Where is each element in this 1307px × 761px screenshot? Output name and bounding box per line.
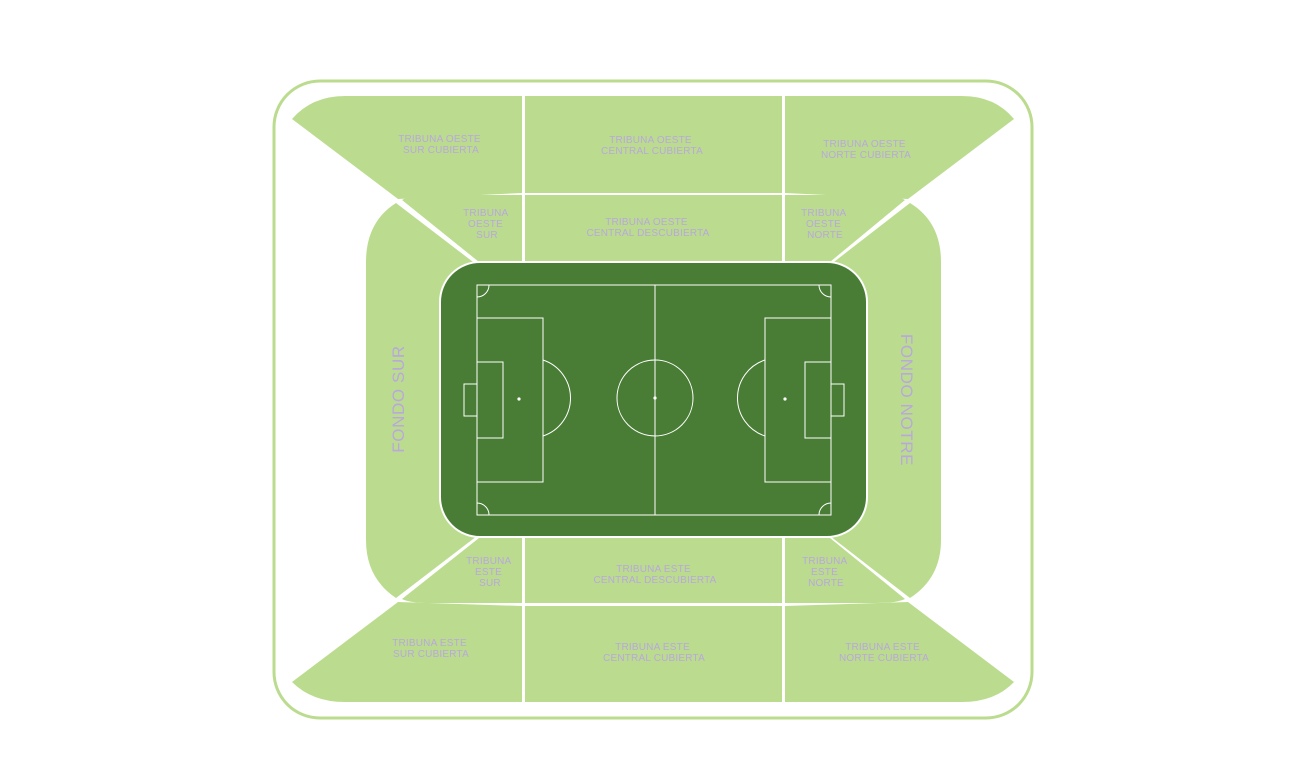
sector-tribuna-este-central-descubierta[interactable]: TRIBUNA ESTE CENTRAL DESCUBIERTA — [525, 538, 782, 603]
svg-text:TRIBUNA ESTE CENTRAL CUB: TRIBUNA ESTE CENTRAL CUBIERTA — [603, 642, 705, 664]
sector-label: FONDO SUR — [389, 345, 408, 452]
label-line: ESTE — [811, 567, 838, 578]
sector-tribuna-oeste-sur-cubierta[interactable]: TRIBUNA OESTE SUR CUBIERTA — [292, 96, 522, 199]
sector-tribuna-oeste-central-descubierta[interactable]: TRIBUNA OESTE CENTRAL DESCUBIERTA — [525, 195, 782, 262]
label-line: CENTRAL CUBIERTA — [601, 146, 703, 157]
svg-text:TRIBUNA ESTE CENTRAL DES: TRIBUNA ESTE CENTRAL DESCUBIERTA — [593, 564, 716, 586]
label-line: TRIBUNA ESTE — [615, 642, 690, 653]
stadium-outer-outline — [272, 79, 1034, 720]
svg-text:TRIBUNA ESTE SUR CUBIERT: TRIBUNA ESTE SUR CUBIERTA — [392, 638, 470, 660]
sector-tribuna-este-sur[interactable]: TRIBUNA ESTE SUR — [402, 538, 522, 603]
sector-fondo-norte[interactable]: FONDO NOTRE — [830, 203, 941, 598]
sector-tribuna-este-norte[interactable]: TRIBUNA ESTE NORTE — [785, 538, 905, 603]
label-line: SUR CUBIERTA — [403, 145, 479, 156]
label-line: NORTE — [807, 230, 843, 241]
label-line: TRIBUNA OESTE — [823, 139, 906, 150]
center-spot — [653, 396, 657, 400]
label-line: OESTE — [806, 219, 841, 230]
penalty-spot-right — [783, 397, 787, 401]
sector-fondo-sur[interactable]: FONDO SUR — [366, 203, 477, 598]
label-line: CENTRAL DESCUBIERTA — [593, 575, 716, 586]
label-line: TRIBUNA — [801, 208, 846, 219]
label-line: TRIBUNA OESTE — [605, 217, 688, 228]
penalty-spot-left — [517, 397, 521, 401]
sector-tribuna-oeste-sur[interactable]: TRIBUNA OESTE SUR — [402, 195, 522, 262]
sector-tribuna-este-central-cubierta[interactable]: TRIBUNA ESTE CENTRAL CUBIERTA — [525, 606, 782, 702]
svg-text:TRIBUNA OESTE SUR: TRIBUNA OESTE SUR — [463, 208, 511, 241]
label-line: TRIBUNA — [466, 556, 511, 567]
sector-tribuna-oeste-central-cubierta[interactable]: TRIBUNA OESTE CENTRAL CUBIERTA — [525, 96, 782, 193]
svg-text:TRIBUNA ESTE NORTE: TRIBUNA ESTE NORTE — [802, 556, 850, 589]
pitch-markings — [463, 284, 845, 516]
svg-text:TRIBUNA OESTE NORT: TRIBUNA OESTE NORTE — [801, 208, 849, 241]
label-line: TRIBUNA ESTE — [845, 642, 920, 653]
label-line: ESTE — [475, 567, 502, 578]
sector-tribuna-oeste-norte-cubierta[interactable]: TRIBUNA OESTE NORTE CUBIERTA — [785, 96, 1014, 199]
svg-text:TRIBUNA ESTE NORTE CUBIE: TRIBUNA ESTE NORTE CUBIERTA — [839, 642, 929, 664]
football-pitch — [439, 261, 868, 538]
label-line: NORTE — [808, 578, 844, 589]
sector-tribuna-este-sur-cubierta[interactable]: TRIBUNA ESTE SUR CUBIERTA — [292, 602, 522, 702]
sector-tribuna-oeste-norte[interactable]: TRIBUNA OESTE NORTE — [785, 195, 905, 262]
svg-text:TRIBUNA ESTE SUR: TRIBUNA ESTE SUR — [466, 556, 514, 589]
label-line: CENTRAL CUBIERTA — [603, 653, 705, 664]
label-line: SUR — [476, 230, 498, 241]
label-line: NORTE CUBIERTA — [821, 150, 911, 161]
svg-text:TRIBUNA OESTE SUR CUBIER: TRIBUNA OESTE SUR CUBIERTA — [398, 134, 484, 156]
label-line: SUR — [479, 578, 501, 589]
label-line: TRIBUNA OESTE — [609, 135, 692, 146]
label-line: SUR CUBIERTA — [393, 649, 469, 660]
label-line: TRIBUNA ESTE — [392, 638, 467, 649]
sector-label: FONDO NOTRE — [897, 334, 916, 466]
svg-text:TRIBUNA OESTE NORTE CUBI: TRIBUNA OESTE NORTE CUBIERTA — [821, 139, 911, 161]
label-line: CENTRAL DESCUBIERTA — [586, 228, 709, 239]
label-line: OESTE — [468, 219, 503, 230]
svg-text:TRIBUNA OESTE CENTRAL CU: TRIBUNA OESTE CENTRAL CUBIERTA — [601, 135, 703, 157]
label-line: TRIBUNA OESTE — [398, 134, 481, 145]
label-line: TRIBUNA — [802, 556, 847, 567]
sector-tribuna-este-norte-cubierta[interactable]: TRIBUNA ESTE NORTE CUBIERTA — [785, 602, 1014, 702]
label-line: TRIBUNA ESTE — [616, 564, 691, 575]
label-line: NORTE CUBIERTA — [839, 653, 929, 664]
label-line: TRIBUNA — [463, 208, 508, 219]
svg-text:TRIBUNA OESTE CENTRAL DE: TRIBUNA OESTE CENTRAL DESCUBIERTA — [586, 217, 709, 239]
